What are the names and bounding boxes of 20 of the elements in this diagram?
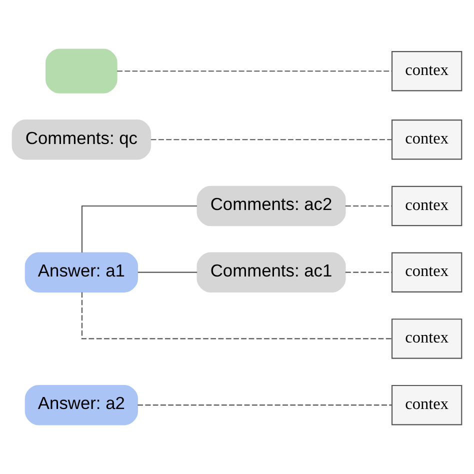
node-box: Comments: qc bbox=[12, 120, 152, 160]
node-box: contex bbox=[391, 318, 462, 359]
node-box: contex bbox=[391, 120, 462, 160]
node-box: contex bbox=[391, 252, 462, 292]
connector bbox=[138, 272, 198, 273]
connector bbox=[81, 205, 197, 252]
connector bbox=[117, 70, 392, 72]
connector bbox=[345, 272, 392, 273]
node-box: contex bbox=[391, 384, 462, 426]
connector bbox=[345, 205, 392, 207]
node-box: Comments: ac2 bbox=[196, 186, 346, 226]
node-box: Answer: a2 bbox=[24, 384, 138, 426]
connector bbox=[138, 404, 392, 406]
connector bbox=[150, 139, 392, 140]
node-box bbox=[46, 48, 118, 94]
node-box: Answer: a1 bbox=[24, 252, 138, 292]
node-box: contex bbox=[391, 50, 462, 92]
connector bbox=[81, 292, 392, 340]
node-box: contex bbox=[391, 186, 462, 226]
node-box: Comments: ac1 bbox=[196, 252, 346, 292]
